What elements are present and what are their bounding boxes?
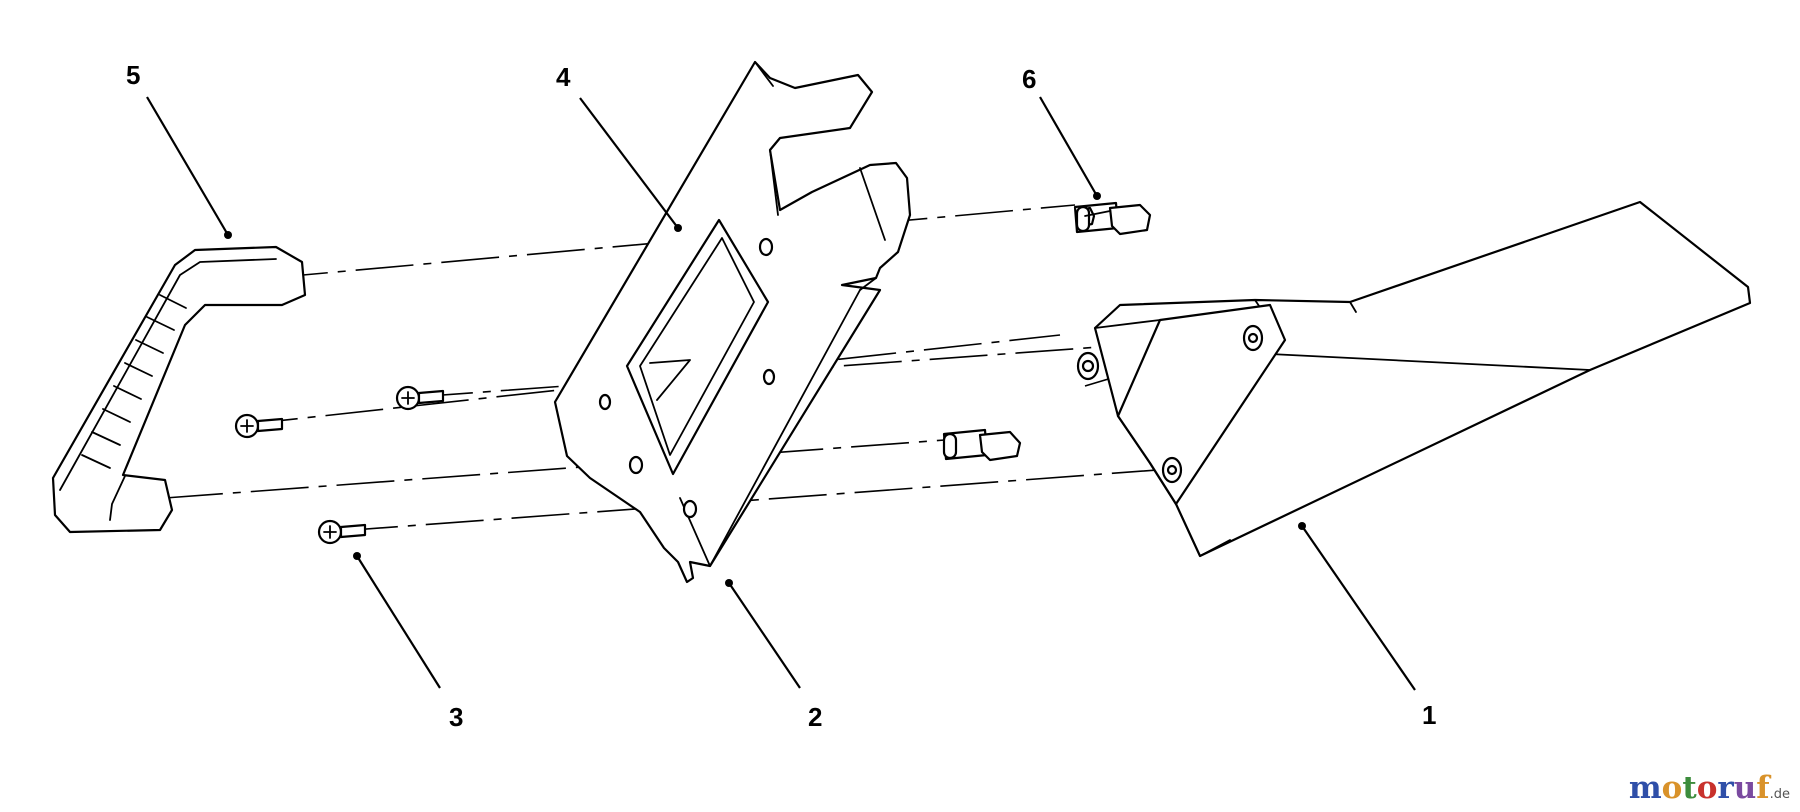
- watermark-suffix: .de: [1769, 787, 1790, 802]
- watermark-letters: motoruf: [1629, 770, 1770, 806]
- screw-middle: [395, 385, 445, 411]
- callout-label-4: 4: [556, 62, 571, 92]
- grip-ridges: [81, 294, 187, 469]
- part-5-handle-grip: [51, 245, 307, 534]
- callout-label-3: 3: [449, 702, 464, 732]
- watermark-letter: u: [1733, 770, 1757, 806]
- part-6-hex-bolt: [1073, 201, 1152, 236]
- part-4-mounting-plate: [553, 60, 912, 584]
- hex-bolt-lower: [942, 428, 1022, 462]
- watermark-letter: o: [1661, 770, 1683, 806]
- part-3-screw-upper: [234, 413, 284, 439]
- screw-lower: [317, 519, 367, 545]
- watermark-logo: motoruf.de: [1629, 773, 1790, 804]
- callout-label-1: 1: [1422, 700, 1437, 730]
- callout-label-6: 6: [1022, 64, 1037, 94]
- callout-label-5: 5: [126, 60, 141, 90]
- watermark-letter: m: [1628, 770, 1662, 806]
- watermark-letter: f: [1756, 770, 1770, 806]
- callout-label-2: 2: [808, 702, 823, 732]
- watermark-letter: r: [1717, 770, 1734, 806]
- callout-leaders: [146, 96, 1416, 691]
- watermark-letter: o: [1696, 770, 1718, 806]
- watermark-letter: t: [1682, 770, 1697, 806]
- part-1-deflector-chute: [1076, 200, 1752, 558]
